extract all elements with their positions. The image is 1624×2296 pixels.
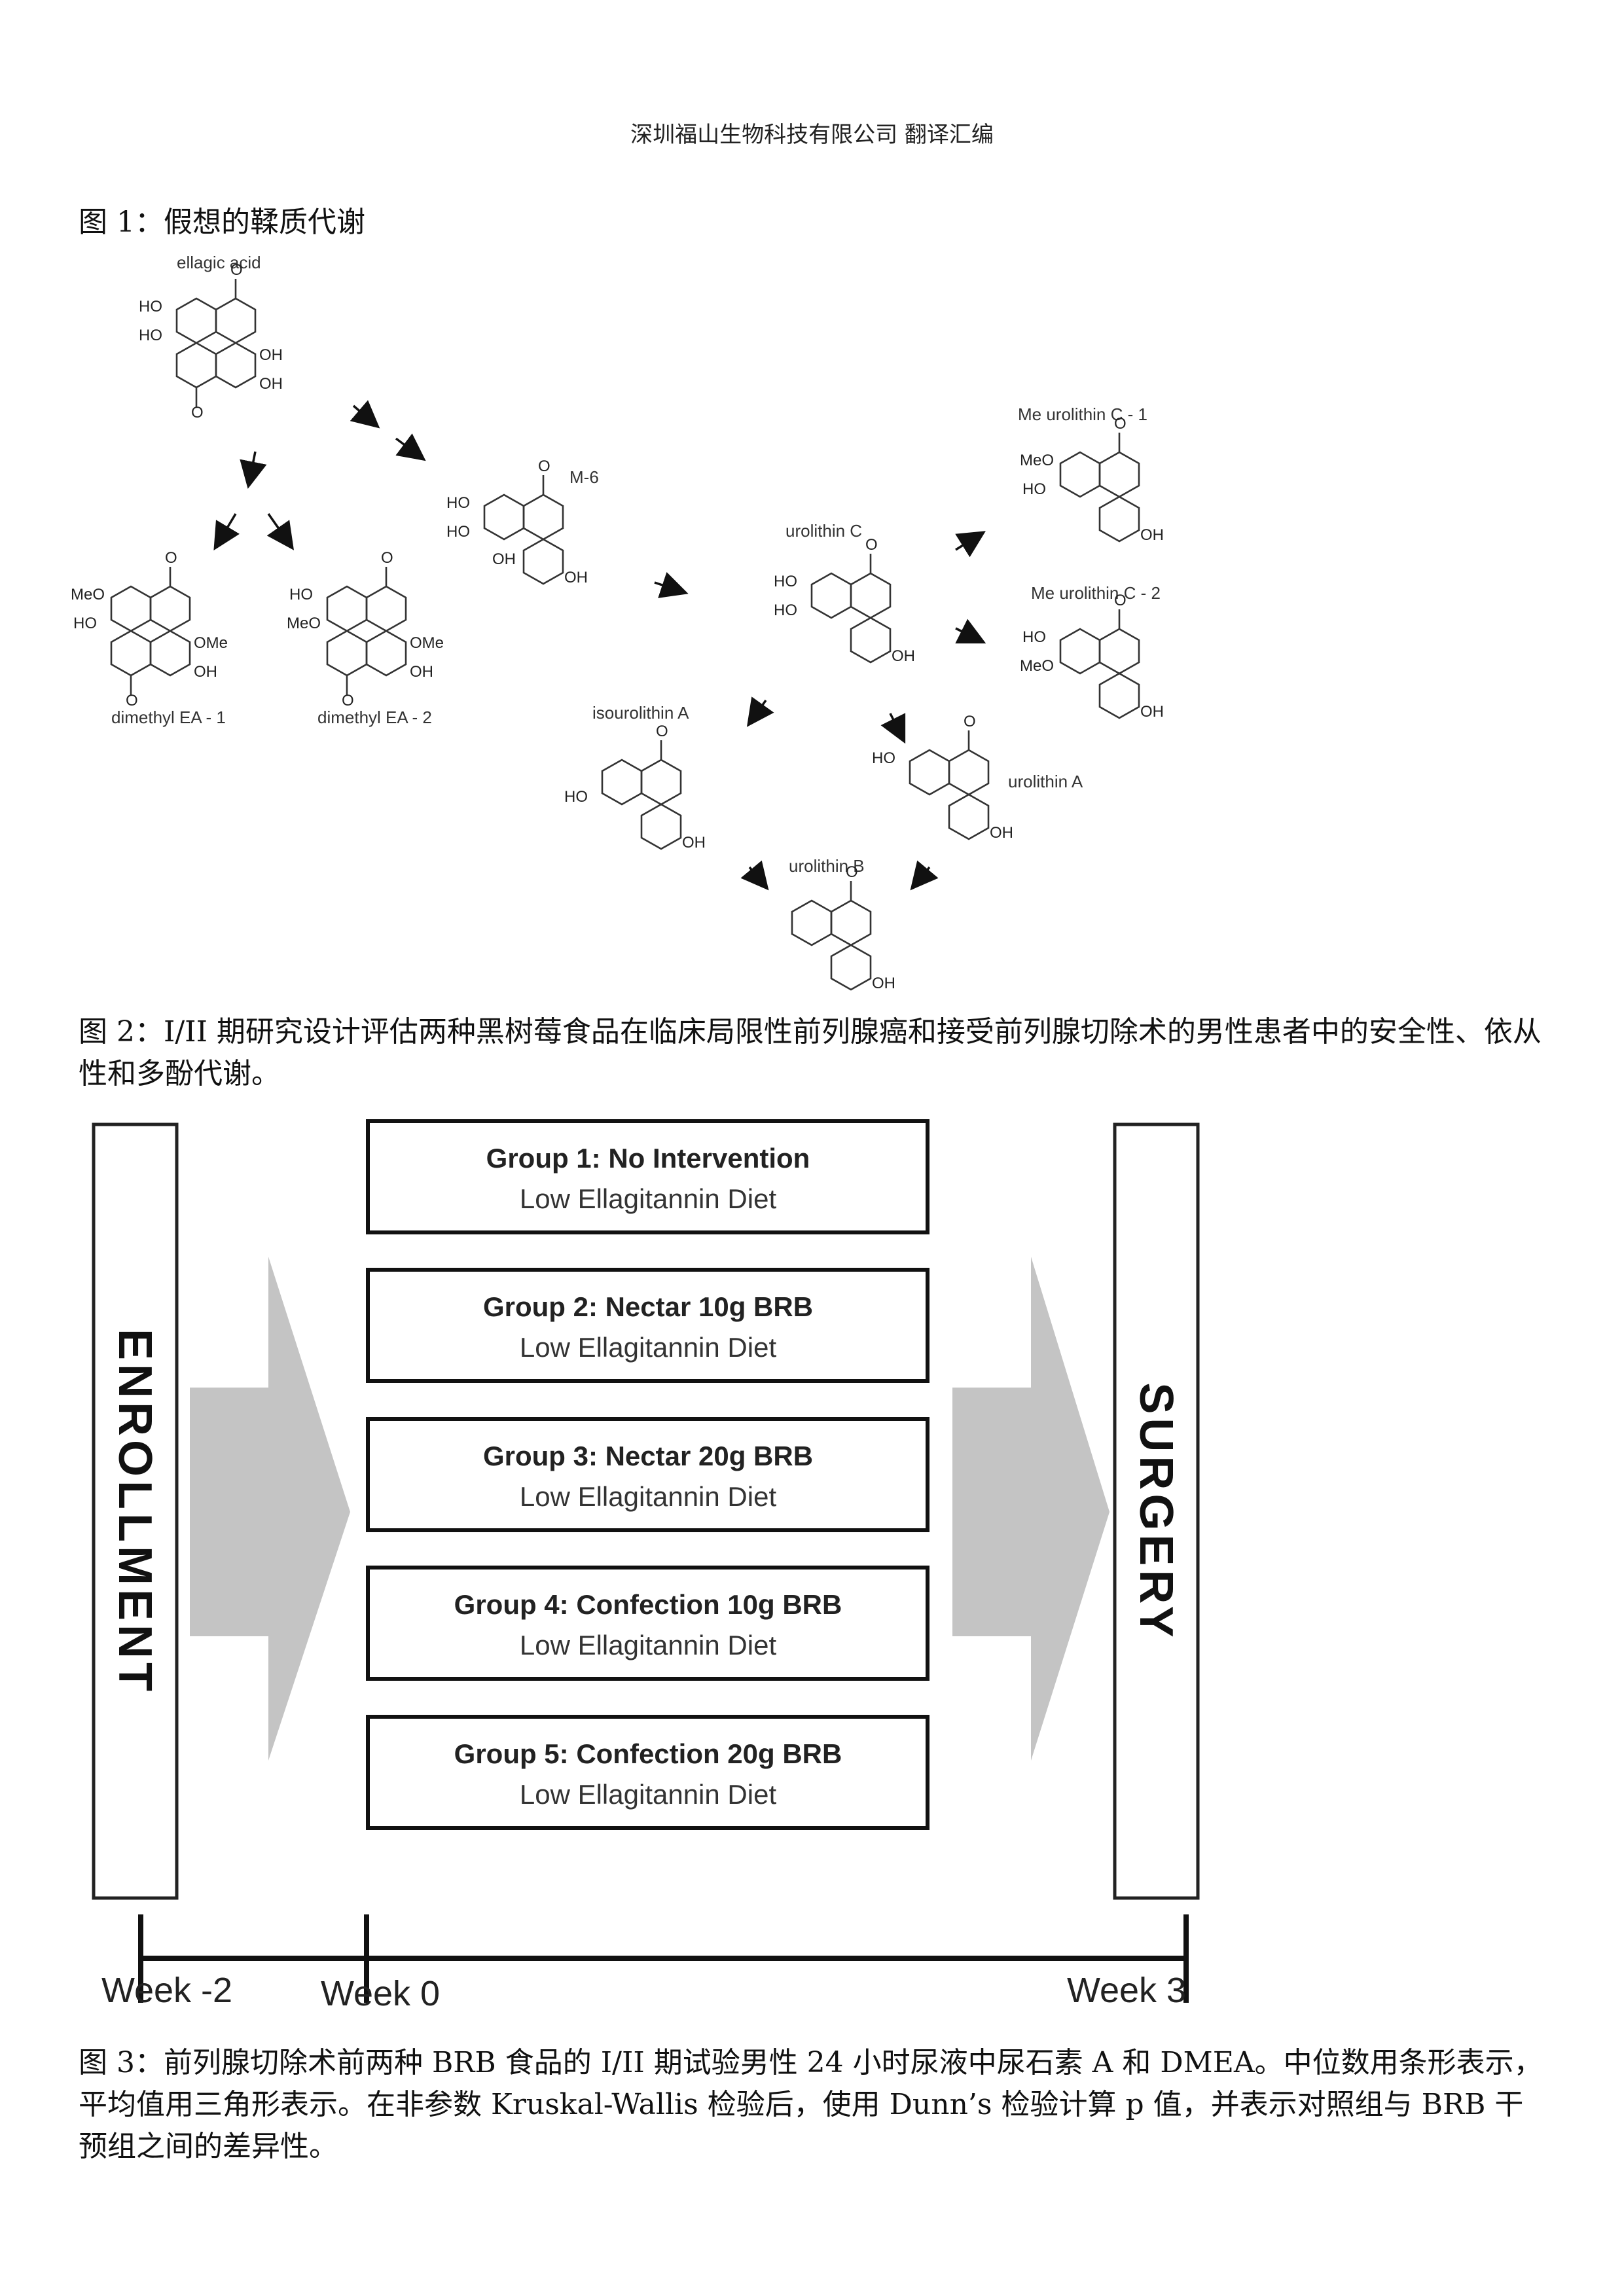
- group-diet: Low Ellagitannin Diet: [520, 1779, 777, 1810]
- figure2-caption: 图 2：I/II 期研究设计评估两种黑树莓食品在临床局限性前列腺癌和接受前列腺切…: [79, 1015, 1542, 1090]
- group-title: Group 2: Nectar 10g BRB: [483, 1291, 813, 1322]
- group-title: Group 4: Confection 10g BRB: [454, 1589, 842, 1620]
- reaction-arrows: [213, 400, 986, 891]
- svg-text:O: O: [846, 863, 858, 881]
- svg-text:OH: OH: [259, 375, 283, 393]
- compound-label-me-urolithin-c-2: Me urolithin C - 2: [1031, 583, 1161, 603]
- structure-urolithin-b: O OH: [791, 863, 895, 992]
- structure-urolithin-a: O HO OH: [872, 713, 1013, 842]
- timeline: [138, 1914, 1189, 2003]
- figure1-caption: 图 1：假想的鞣质代谢: [79, 206, 365, 239]
- svg-text:HO: HO: [139, 327, 162, 344]
- group-diet: Low Ellagitannin Diet: [520, 1630, 777, 1660]
- structure-ellagic-acid: O O HO HO OH OH: [139, 261, 283, 422]
- timeline-label-week-3: Week 3: [1067, 1971, 1187, 2010]
- svg-text:OH: OH: [892, 647, 915, 665]
- svg-text:HO: HO: [1022, 628, 1046, 646]
- figure3-caption: 图 3：前列腺切除术前两种 BRB 食品的 I/II 期试验男性 24 小时尿液…: [79, 2046, 1543, 2163]
- svg-text:HO: HO: [73, 615, 97, 632]
- svg-text:MeO: MeO: [1020, 657, 1054, 675]
- metabolism-diagram: ellagic acid O O HO HO OH OH O O MeO HO …: [71, 253, 1164, 992]
- group-title: Group 5: Confection 20g BRB: [454, 1738, 842, 1769]
- timeline-label-week-minus-2: Week -2: [101, 1971, 233, 2010]
- compound-label-urolithin-b: urolithin B: [789, 856, 865, 876]
- surgery-box: [1113, 1122, 1200, 1900]
- group-diet: Low Ellagitannin Diet: [520, 1183, 777, 1214]
- svg-text:HO: HO: [872, 749, 895, 767]
- group-title: Group 1: No Intervention: [486, 1143, 810, 1174]
- svg-text:MeO: MeO: [71, 586, 105, 603]
- svg-text:O: O: [1114, 592, 1127, 609]
- structure-m6: O HO HO OH OH: [446, 457, 588, 586]
- group-box-3: Group 3: Nectar 20g BRB Low Ellagitannin…: [366, 1417, 929, 1532]
- svg-text:O: O: [230, 261, 243, 279]
- svg-text:MeO: MeO: [287, 615, 321, 632]
- surgery-label: SURGERY: [1130, 1382, 1182, 1641]
- svg-text:O: O: [656, 723, 668, 740]
- svg-text:HO: HO: [1022, 480, 1046, 498]
- enrollment-label: ENROLLMENT: [109, 1329, 161, 1695]
- svg-text:OH: OH: [564, 569, 588, 586]
- compound-label-urolithin-a: urolithin A: [1008, 772, 1083, 791]
- group-box-2: Group 2: Nectar 10g BRB Low Ellagitannin…: [366, 1268, 929, 1383]
- svg-text:HO: HO: [446, 494, 470, 512]
- svg-text:OMe: OMe: [410, 634, 444, 652]
- structure-isourolithin-a: O HO OH: [564, 723, 706, 852]
- svg-text:MeO: MeO: [1020, 452, 1054, 469]
- compound-label-me-urolithin-c-1: Me urolithin C - 1: [1018, 404, 1147, 424]
- svg-text:OH: OH: [872, 975, 895, 992]
- svg-text:O: O: [865, 536, 878, 554]
- svg-text:O: O: [538, 457, 550, 475]
- svg-text:HO: HO: [139, 298, 162, 315]
- structure-dimethyl-ea-2: O O HO MeO OMe OH: [287, 549, 444, 709]
- enrollment-arrow-shape: [190, 1257, 350, 1761]
- group-box-4: Group 4: Confection 10g BRB Low Ellagita…: [366, 1566, 929, 1681]
- svg-text:OH: OH: [1140, 703, 1164, 721]
- compound-label-dimethyl-ea-1: dimethyl EA - 1: [111, 708, 226, 727]
- compound-label-ellagic-acid: ellagic acid: [177, 253, 261, 272]
- structure-urolithin-c: O HO HO OH: [774, 536, 915, 665]
- group-title: Group 3: Nectar 20g BRB: [483, 1441, 813, 1471]
- svg-text:OH: OH: [410, 663, 433, 681]
- svg-text:HO: HO: [446, 523, 470, 541]
- group-box-5: Group 5: Confection 20g BRB Low Ellagita…: [366, 1715, 929, 1830]
- svg-text:OH: OH: [1140, 526, 1164, 544]
- structure-me-urolithin-c-2: O HO MeO OH: [1020, 592, 1164, 721]
- group-diet: Low Ellagitannin Diet: [520, 1481, 777, 1512]
- svg-text:OH: OH: [990, 824, 1013, 842]
- svg-text:O: O: [381, 549, 393, 567]
- svg-text:O: O: [191, 404, 204, 422]
- svg-text:OH: OH: [682, 834, 706, 852]
- compound-label-urolithin-c: urolithin C: [785, 521, 862, 541]
- compound-label-dimethyl-ea-2: dimethyl EA - 2: [317, 708, 432, 727]
- svg-text:O: O: [342, 692, 354, 709]
- compound-label-m6: M-6: [569, 467, 599, 487]
- svg-text:OH: OH: [492, 550, 516, 568]
- group-diet: Low Ellagitannin Diet: [520, 1332, 777, 1363]
- timeline-label-week-0: Week 0: [321, 1974, 441, 2013]
- svg-text:O: O: [1114, 415, 1127, 433]
- structure-dimethyl-ea-1: O O MeO HO OMe OH: [71, 549, 228, 709]
- svg-text:O: O: [126, 692, 138, 709]
- svg-text:HO: HO: [774, 601, 797, 619]
- compound-label-isourolithin-a: isourolithin A: [592, 703, 689, 723]
- svg-text:HO: HO: [289, 586, 313, 603]
- svg-text:HO: HO: [774, 573, 797, 590]
- group-box-1: Group 1: No Intervention Low Ellagitanni…: [366, 1119, 929, 1234]
- structure-me-urolithin-c-1: O MeO HO OH: [1020, 415, 1164, 544]
- study-design-diagram: ENROLLMENT SURGERY Group 1: No Intervent…: [92, 1119, 1200, 2003]
- svg-text:HO: HO: [564, 788, 588, 806]
- svg-text:OH: OH: [194, 663, 217, 681]
- surgery-arrow-shape: [952, 1257, 1110, 1761]
- svg-text:OMe: OMe: [194, 634, 228, 652]
- svg-text:O: O: [964, 713, 976, 730]
- svg-text:OH: OH: [259, 346, 283, 364]
- enrollment-box: [92, 1122, 179, 1900]
- svg-text:O: O: [165, 549, 177, 567]
- page-header: 深圳福山生物科技有限公司 翻译汇编: [630, 122, 994, 148]
